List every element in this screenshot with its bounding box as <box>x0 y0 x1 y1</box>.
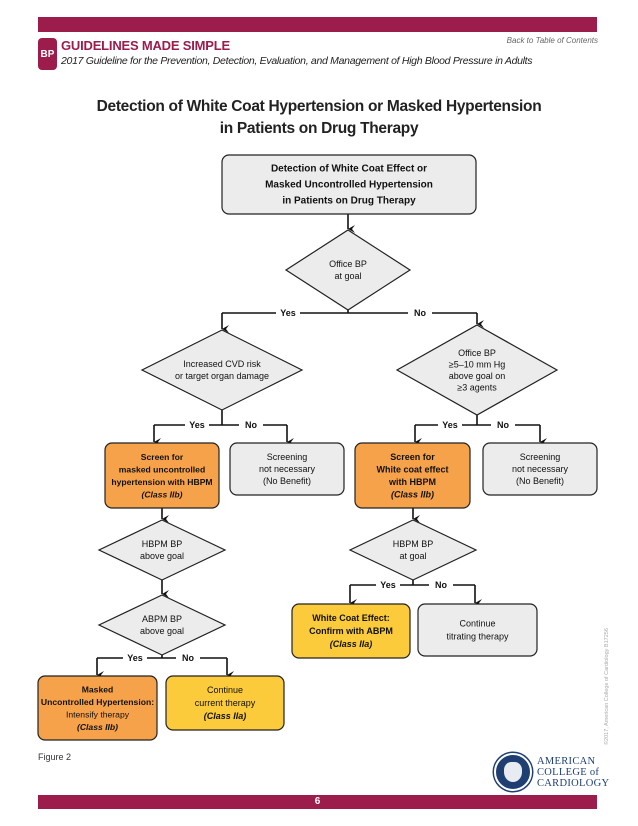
yes-label: Yes <box>189 420 205 430</box>
no-label: No <box>245 420 257 430</box>
back-to-toc-link[interactable]: Back to Table of Contents <box>506 36 598 45</box>
screen-masked-text: (Class IIb) <box>141 489 182 499</box>
masked-text: (Class IIb) <box>77 722 118 732</box>
d-abpm-above-decision <box>97 594 227 656</box>
d-hbpm-above-text: above goal <box>140 551 184 561</box>
start-box <box>221 154 477 215</box>
figure-label: Figure 2 <box>38 752 72 762</box>
screen-nn-left-text: (No Benefit) <box>263 476 311 486</box>
screen-nn-right-box <box>482 442 598 496</box>
page-title: Detection of White Coat Hypertension or … <box>0 96 638 140</box>
screen-masked-text: masked uncontrolled <box>119 464 205 474</box>
yes-label: Yes <box>127 653 143 663</box>
no-label: No <box>435 580 447 590</box>
page-number: 6 <box>38 795 597 809</box>
top-bar <box>38 17 597 32</box>
screen-wc-text: Screen for <box>390 452 435 462</box>
screen-nn-left-text: Screening <box>267 452 308 462</box>
d-office2-text: ≥3 agents <box>457 382 497 392</box>
d-cvd-text: or target organ damage <box>175 371 269 381</box>
wce-box <box>291 603 411 659</box>
screen-nn-left-text: not necessary <box>259 464 316 474</box>
continue-current-text: (Class IIa) <box>204 711 247 721</box>
d-hbpm-goal-decision <box>348 519 478 581</box>
continue-current-box <box>165 675 285 731</box>
wce-text: White Coat Effect: <box>312 613 390 623</box>
wce-text: Confirm with ABPM <box>309 626 393 636</box>
screen-nn-right-text: (No Benefit) <box>516 476 564 486</box>
screen-wc-text: White coat effect <box>376 464 448 474</box>
screen-nn-left-box <box>229 442 345 496</box>
d-office2-text: ≥5–10 mm Hg <box>449 359 505 369</box>
continue-titrating-text: titrating therapy <box>446 632 509 642</box>
screen-nn-right-text: Screening <box>520 452 561 462</box>
d-hbpm-goal-text: HBPM BP <box>393 539 434 549</box>
screen-masked-text: hypertension with HBPM <box>111 477 212 487</box>
screen-masked-text: Screen for <box>141 452 184 462</box>
screen-nn-right-text: not necessary <box>512 464 569 474</box>
d-office-text: at goal <box>334 271 361 281</box>
continue-current-text: current therapy <box>195 698 256 708</box>
screen-wc-box <box>354 442 471 509</box>
continue-titrating-box <box>417 603 538 657</box>
wce-text: (Class IIa) <box>330 639 373 649</box>
guidelines-subtitle: 2017 Guideline for the Prevention, Detec… <box>61 55 533 67</box>
d-abpm-above-text: above goal <box>140 626 184 636</box>
no-label: No <box>182 653 194 663</box>
yes-label: Yes <box>442 420 458 430</box>
start-text: in Patients on Drug Therapy <box>282 196 416 207</box>
page-title-line2: in Patients on Drug Therapy <box>219 120 419 137</box>
copyright: ©2017, American College of Cardiology B1… <box>604 628 610 745</box>
acc-seal-icon <box>494 753 532 791</box>
d-office-decision <box>284 229 412 311</box>
start-text: Masked Uncontrolled Hypertension <box>265 180 433 191</box>
logo-line1: AMERICAN <box>537 755 596 767</box>
d-hbpm-goal-text: at goal <box>399 551 426 561</box>
yes-label: Yes <box>280 308 296 318</box>
acc-logo: AMERICAN COLLEGE of CARDIOLOGY <box>494 753 609 791</box>
logo-line3: CARDIOLOGY <box>537 777 610 789</box>
d-office-text: Office BP <box>329 259 367 269</box>
screen-masked-box <box>104 442 220 509</box>
continue-current-text: Continue <box>207 685 243 695</box>
d-cvd-decision <box>140 329 304 411</box>
screen-wc-text: (Class IIb) <box>391 489 434 499</box>
connectors <box>96 214 547 679</box>
logo-line2: COLLEGE of <box>537 766 600 778</box>
start-text: Detection of White Coat Effect or <box>271 164 427 175</box>
guidelines-title: GUIDELINES MADE SIMPLE <box>61 38 230 53</box>
d-cvd-text: Increased CVD risk <box>183 359 261 369</box>
continue-titrating-text: Continue <box>459 619 495 629</box>
d-hbpm-above-decision <box>97 519 227 581</box>
page-title-line1: Detection of White Coat Hypertension or … <box>96 98 542 115</box>
masked-text: Uncontrolled Hypertension: <box>41 697 154 707</box>
d-office2-text: Office BP <box>458 348 496 358</box>
no-label: No <box>497 420 509 430</box>
masked-text: Intensify therapy <box>66 709 130 719</box>
d-office2-text: above goal on <box>449 371 506 381</box>
d-office2-decision <box>395 324 559 416</box>
d-abpm-above-text: ABPM BP <box>142 614 182 624</box>
masked-box <box>37 675 158 741</box>
bp-badge: BP <box>38 38 57 70</box>
screen-wc-text: with HBPM <box>388 477 436 487</box>
no-label: No <box>414 308 426 318</box>
masked-text: Masked <box>82 684 114 694</box>
yes-label: Yes <box>380 580 396 590</box>
d-hbpm-above-text: HBPM BP <box>142 539 183 549</box>
